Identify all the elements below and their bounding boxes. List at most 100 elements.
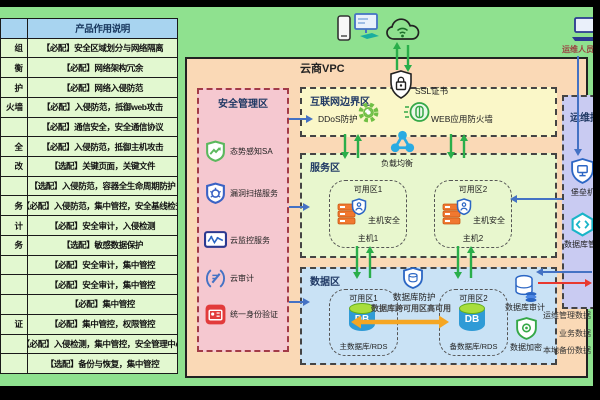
letterbox-top xyxy=(0,0,600,7)
table-row: 务【选配】敏感数据保护 xyxy=(1,235,177,256)
ssl-shield-icon xyxy=(390,70,412,99)
product-name-clipped xyxy=(1,334,28,354)
db-cylinder-top xyxy=(349,303,375,314)
table-row: 全【必配】入侵防范，抵御主机攻击 xyxy=(1,137,177,158)
table-row: 衡 【必配】网络架构冗余 xyxy=(1,58,177,79)
product-desc: 【必配】入侵检测，集中管控，安全管理中心 xyxy=(28,338,177,349)
host-security-icon xyxy=(337,198,367,225)
db-audit-icon xyxy=(515,274,537,302)
load-balancer-icon xyxy=(390,130,415,153)
vulnerability-scan-icon xyxy=(206,182,225,205)
host1-label: 主机1 xyxy=(357,234,379,243)
table-row: 【选配】备份与恢复，集中管控 xyxy=(1,354,177,373)
table-row: 【必配】集中管控 xyxy=(1,295,177,315)
product-desc: 【必配】集中管控，权限管控 xyxy=(49,319,156,330)
product-desc: 【必配】安全区域划分与网络隔离 xyxy=(41,43,164,54)
table-row: 【必配】入侵检测，集中管控，安全管理中心 xyxy=(1,334,177,355)
product-name-clipped xyxy=(1,354,28,373)
zone-internet-border-title: 互联网边界区 xyxy=(310,97,370,108)
product-desc: 【必配】集中管控 xyxy=(70,299,135,310)
ops-user-label: 运维人员 xyxy=(562,45,594,54)
item-label: 云监控服务 xyxy=(230,236,270,245)
host-security-icon xyxy=(442,198,472,225)
item-situation-awareness: 态势感知SA xyxy=(204,140,273,163)
service-az2-box: 可用区2 主机安全 主机2 xyxy=(434,180,512,248)
product-desc: 【必配】安全审计，入侵检测 xyxy=(49,220,156,231)
table-row: 【选配】入侵防范，容器全生命周期防护 xyxy=(1,176,177,197)
product-name-header-clipped xyxy=(1,19,28,38)
table-row: 改【选配】关键页面，关键文件 xyxy=(1,157,177,177)
zone-security-management-title: 安全管理区 xyxy=(218,99,268,110)
product-desc: 【必配】安全审计，集中管控 xyxy=(49,259,156,270)
cloud-icon xyxy=(386,18,420,40)
product-desc: 【必配】入侵防范，集中管控，安全基线检查 xyxy=(28,200,177,211)
product-name-clipped xyxy=(1,255,28,275)
data-az1-box: 可用区1 DB 主数据库/RDS xyxy=(329,289,398,356)
item-label: 云审计 xyxy=(230,274,254,283)
table-row: 计 【必配】安全审计，入侵检测 xyxy=(1,216,177,236)
product-name-clipped xyxy=(1,295,28,314)
waf-icon xyxy=(404,102,430,122)
load-balancer-label: 负载均衡 xyxy=(381,159,413,168)
cloud-audit-icon xyxy=(206,269,225,288)
zone-security-management: 安全管理区 态势感知SA 漏洞扫描服务 云监控服务 xyxy=(197,88,289,352)
zone-service-title: 服务区 xyxy=(310,163,340,174)
zone-service: 服务区 可用区1 主机安全 主机1 可用区2 主机安全 主机2 xyxy=(300,153,557,258)
db-protect-icon xyxy=(403,267,423,289)
zone-data-title: 数据区 xyxy=(310,277,340,288)
item-cloud-audit: 云审计 xyxy=(204,267,254,290)
product-desc: 【必配】网络入侵防范 xyxy=(61,82,143,93)
data-az2-box: 可用区2 DB 备数据库/RDS xyxy=(439,289,508,356)
table-row: 务【必配】入侵防范，集中管控，安全基线检查 xyxy=(1,196,177,217)
identity-auth-icon xyxy=(205,304,226,325)
product-name-clipped: 护 xyxy=(1,78,28,97)
bastion-label: 堡垒机 xyxy=(571,188,595,197)
waf-label: WEB应用防火墙 xyxy=(431,114,493,124)
db-encrypt-icon xyxy=(516,317,537,340)
item-identity-auth: 统一身份验证 xyxy=(204,303,278,326)
table-header-row: 产品作用说明 xyxy=(1,19,177,39)
host2-label: 主机2 xyxy=(462,234,484,243)
product-name-clipped: 改 xyxy=(1,157,28,176)
product-desc: 【必配】入侵防范，抵御主机攻击 xyxy=(41,141,164,152)
table-row: 【必配】安全审计，集中管控 xyxy=(1,255,177,276)
legend-backup-data: 本地备份数据 xyxy=(543,346,591,355)
product-desc: 【选配】备份与恢复，集中管控 xyxy=(45,358,160,369)
product-name-clipped: 衡 xyxy=(1,58,28,78)
legend-ops-data: 运维管理数据 xyxy=(543,311,591,320)
db-protect-label: 数据库防护 xyxy=(393,292,436,302)
product-desc: 【必配】入侵防范，抵御web攻击 xyxy=(42,102,163,113)
item-label: 统一身份验证 xyxy=(230,310,278,319)
table-row: 证【必配】集中管控，权限管控 xyxy=(1,314,177,335)
monitor-icon xyxy=(354,13,379,39)
letterbox-bottom xyxy=(0,386,600,400)
db-cylinder-top xyxy=(459,303,485,314)
product-desc: 【必配】通信安全，安全通信协议 xyxy=(41,121,164,132)
db-management-icon xyxy=(571,212,594,237)
product-name-clipped: 火墙 xyxy=(1,97,28,117)
db-text: DB xyxy=(464,314,480,325)
product-desc: 【选配】入侵防范，容器全生命周期防护 xyxy=(29,181,176,192)
product-name-clipped: 务 xyxy=(1,196,28,216)
ddos-gear-icon xyxy=(358,102,379,123)
legend-business-data: 业务数据 xyxy=(559,329,591,338)
db-management-label: 数据库管理 xyxy=(564,240,600,249)
product-desc-header: 产品作用说明 xyxy=(75,24,130,36)
product-desc: 【选配】敏感数据保护 xyxy=(61,240,143,251)
product-desc: 【必配】安全审计，集中管控 xyxy=(49,279,156,290)
cloud-monitor-icon xyxy=(204,231,227,248)
product-name-clipped xyxy=(1,117,28,137)
service-az1-box: 可用区1 主机安全 主机1 xyxy=(329,180,407,248)
zone-data: 数据区 数据库防护 可用区1 DB 主数据库/RDS 可用区2 DB 备数据库/… xyxy=(300,267,557,365)
product-desc: 【必配】网络架构冗余 xyxy=(61,62,143,73)
ddos-label: DDoS防护 xyxy=(318,114,358,124)
az2-title: 可用区2 xyxy=(458,185,488,194)
table-row: 火墙 【必配】入侵防范，抵御web攻击 xyxy=(1,97,177,118)
backup-db-label: 备数据库/RDS xyxy=(449,342,498,351)
letterbox-right xyxy=(593,0,600,400)
product-name-clipped: 计 xyxy=(1,216,28,235)
backup-db-icon: DB xyxy=(459,303,485,331)
db-audit-label: 数据库审计 xyxy=(505,303,545,312)
zone-ops-access-title: 运维接入区 xyxy=(570,113,600,124)
product-name-clipped xyxy=(1,275,28,295)
